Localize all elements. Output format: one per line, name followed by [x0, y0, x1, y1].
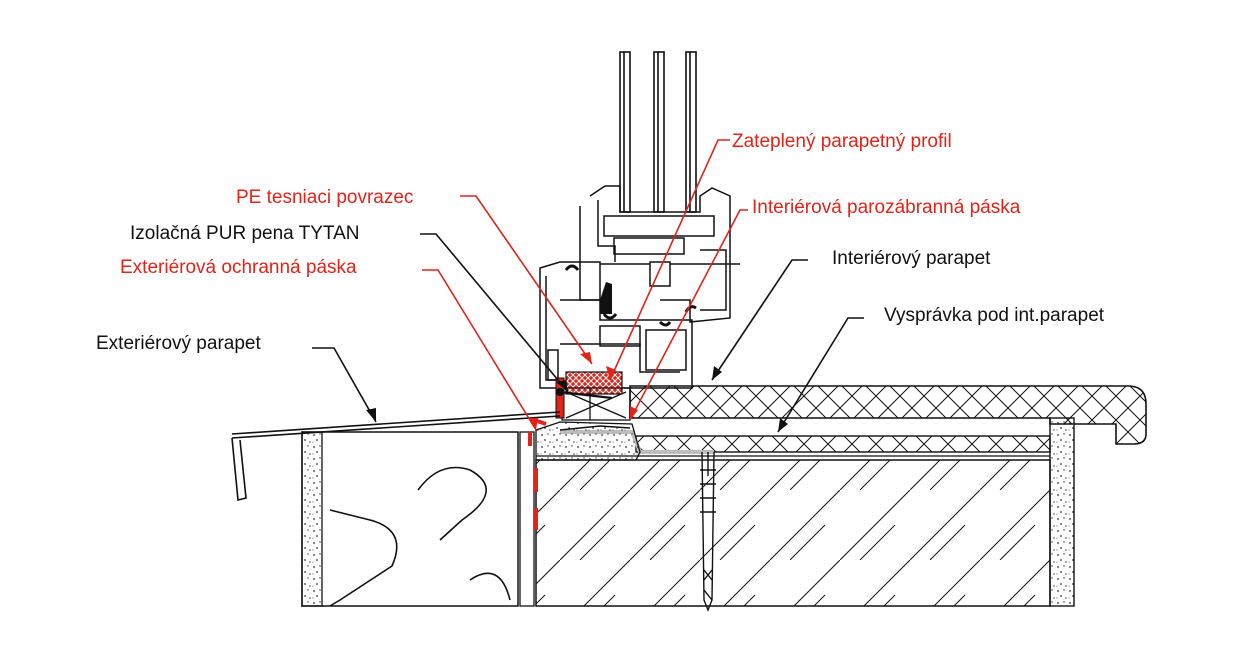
- label-izolacna-pur: Izolačná PUR pena TYTAN: [130, 223, 360, 244]
- exterior-sill: [231, 411, 561, 502]
- masonry-wall: [535, 459, 1051, 607]
- leader-interierovy: [711, 259, 808, 381]
- label-vysspravka: Vysprávka pod int.parapet: [884, 305, 1105, 326]
- pe-sealing-cord: [555, 377, 565, 419]
- label-exterierova-ochranna: Exteriérová ochranná páska: [120, 257, 357, 278]
- sash-gasket-clips: [564, 264, 697, 327]
- leader-parozabranna: [629, 209, 748, 421]
- leader-arrowheads: [366, 352, 788, 432]
- mortar-bed: [535, 421, 641, 461]
- label-interierovy-parapet: Interiérový parapet: [832, 248, 991, 269]
- sash-gasket: [600, 282, 612, 314]
- fixing-screw: [555, 387, 613, 400]
- label-interierova-parozabranna: Interiérová parozábranná páska: [752, 197, 1021, 218]
- anchor-dowel: [700, 451, 716, 612]
- leader-lines: [312, 139, 864, 433]
- leader-pe: [460, 195, 593, 365]
- label-exterierovy-parapet: Exteriérový parapet: [96, 333, 261, 354]
- levelling-layer: [635, 435, 1051, 453]
- insulated-sill-profile: [565, 371, 623, 395]
- leader-zatepleny: [609, 139, 730, 381]
- label-pe-tesniaci: PE tesniaci povrazec: [236, 187, 413, 208]
- glazing-panes: [619, 51, 697, 213]
- interior-plaster: [1049, 417, 1075, 607]
- interior-sill-board: [629, 385, 1147, 445]
- exterior-insulation: [301, 431, 535, 607]
- leader-pur: [420, 233, 569, 393]
- leader-exterierovy: [312, 347, 377, 423]
- label-zatepleny-profil: Zateplený parapetný profil: [732, 131, 952, 152]
- leader-exterierova-paska: [422, 269, 537, 431]
- leader-vysspravka: [777, 317, 864, 433]
